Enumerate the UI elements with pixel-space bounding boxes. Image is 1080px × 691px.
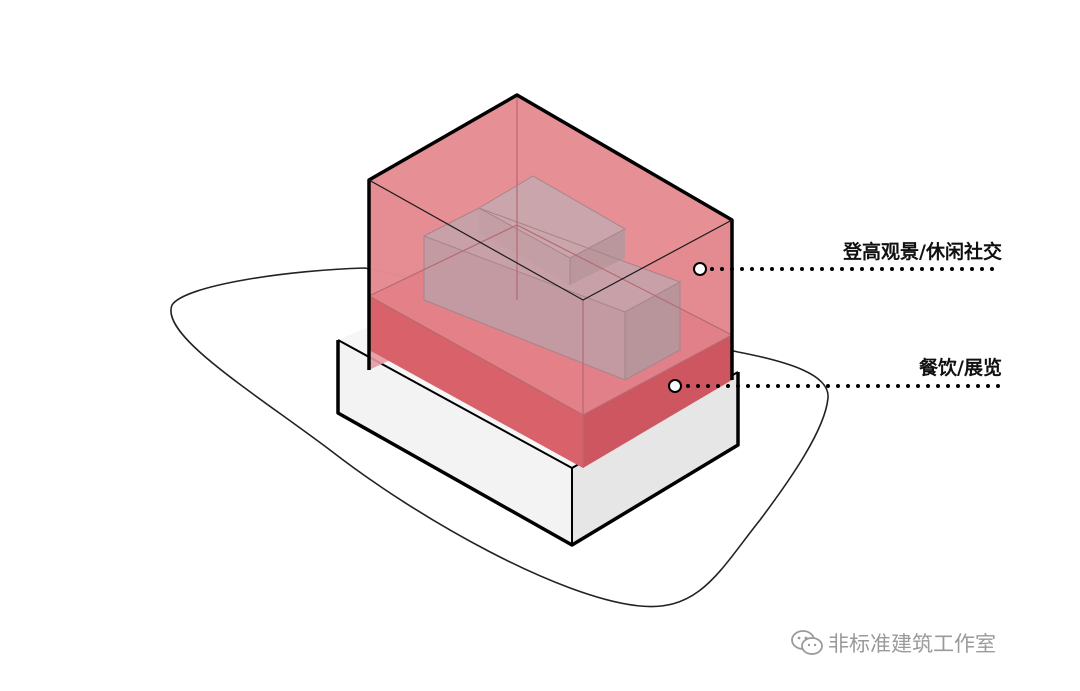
label-ground-floor: 餐饮/展览 bbox=[919, 357, 1002, 379]
inner-program-boxes bbox=[422, 175, 682, 381]
podium-side-face bbox=[572, 372, 738, 545]
ground-floor-side bbox=[583, 335, 732, 468]
watermark-text: 非标准建筑工作室 bbox=[828, 632, 996, 656]
leader-lower bbox=[668, 379, 1002, 393]
site-boundary bbox=[170, 267, 829, 608]
glass-volume bbox=[367, 93, 734, 468]
marker-lower bbox=[668, 379, 682, 393]
ground-floor-front bbox=[369, 296, 583, 468]
watermark: 非标准建筑工作室 bbox=[790, 628, 996, 658]
marker-upper bbox=[693, 262, 707, 276]
label-upper-floor: 登高观景/休闲社交 bbox=[843, 241, 1002, 263]
wechat-icon bbox=[791, 630, 823, 655]
leader-upper bbox=[693, 262, 1002, 276]
podium-front-face bbox=[338, 340, 572, 545]
